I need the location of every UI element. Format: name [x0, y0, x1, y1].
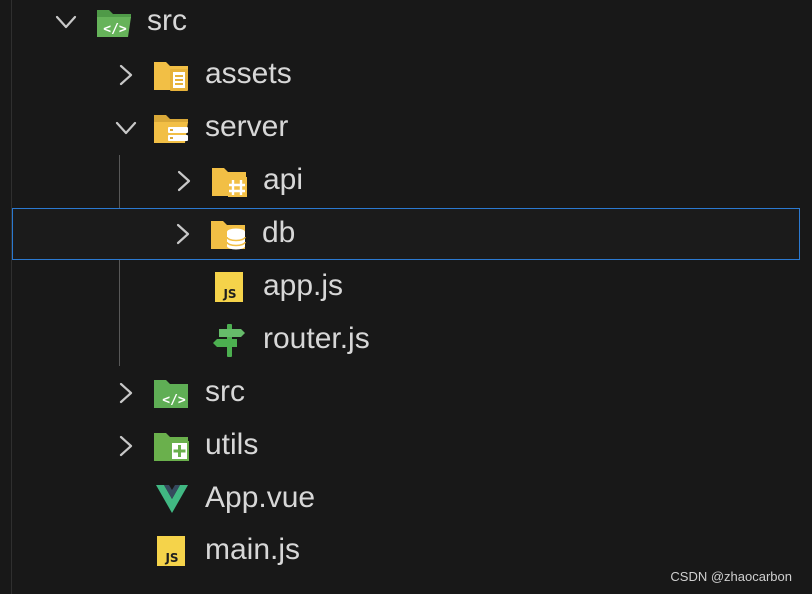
source-folder-open-icon: </> — [96, 4, 134, 40]
tree-item-label: src — [205, 375, 245, 408]
chevron-right-icon[interactable] — [170, 167, 198, 195]
chevron-right-icon[interactable] — [112, 432, 140, 460]
javascript-file-icon: JS — [211, 269, 249, 305]
tree-item-main-js[interactable]: JS main.js — [12, 525, 800, 577]
utils-folder-icon — [153, 428, 191, 464]
tree-item-db[interactable]: db — [12, 208, 800, 260]
tree-item-label: src — [147, 4, 187, 37]
svg-text:JS: JS — [222, 287, 236, 301]
tree-item-app-js[interactable]: JS app.js — [12, 261, 800, 313]
javascript-file-icon: JS — [153, 533, 191, 569]
tree-item-src[interactable]: </> src — [12, 0, 800, 48]
tree-item-src-nested[interactable]: </> src — [12, 367, 800, 419]
tree-item-api[interactable]: api — [12, 155, 800, 207]
chevron-right-icon[interactable] — [112, 379, 140, 407]
chevron-right-icon[interactable] — [112, 61, 140, 89]
server-folder-open-icon — [153, 110, 191, 146]
svg-text:</>: </> — [103, 22, 127, 37]
tree-item-app-vue[interactable]: App.vue — [12, 473, 800, 525]
api-folder-icon — [211, 163, 249, 199]
tree-item-utils[interactable]: utils — [12, 420, 800, 472]
assets-folder-icon — [153, 57, 191, 93]
tree-item-label: assets — [205, 57, 292, 90]
source-folder-icon: </> — [153, 375, 191, 411]
tree-item-label: server — [205, 110, 289, 143]
chevron-down-icon[interactable] — [112, 114, 140, 142]
vue-file-icon — [153, 481, 191, 517]
indent-guide — [119, 155, 120, 366]
router-file-icon — [211, 322, 249, 358]
svg-text:JS: JS — [164, 551, 178, 565]
chevron-right-icon[interactable] — [169, 220, 197, 248]
watermark: CSDN @zhaocarbon — [670, 569, 792, 584]
tree-item-label: db — [262, 216, 296, 249]
chevron-down-icon[interactable] — [52, 8, 80, 36]
tree-item-label: api — [263, 163, 304, 196]
database-folder-icon — [210, 216, 248, 252]
tree-item-server[interactable]: server — [12, 102, 800, 154]
tree-item-label: utils — [205, 428, 259, 461]
tree-item-label: App.vue — [205, 481, 316, 514]
svg-text:</>: </> — [162, 393, 186, 408]
tree-item-label: main.js — [205, 533, 301, 566]
tree-item-label: router.js — [263, 322, 370, 355]
explorer-left-border — [11, 0, 12, 594]
tree-item-router-js[interactable]: router.js — [12, 314, 800, 366]
tree-item-label: app.js — [263, 269, 344, 302]
tree-item-assets[interactable]: assets — [12, 49, 800, 101]
